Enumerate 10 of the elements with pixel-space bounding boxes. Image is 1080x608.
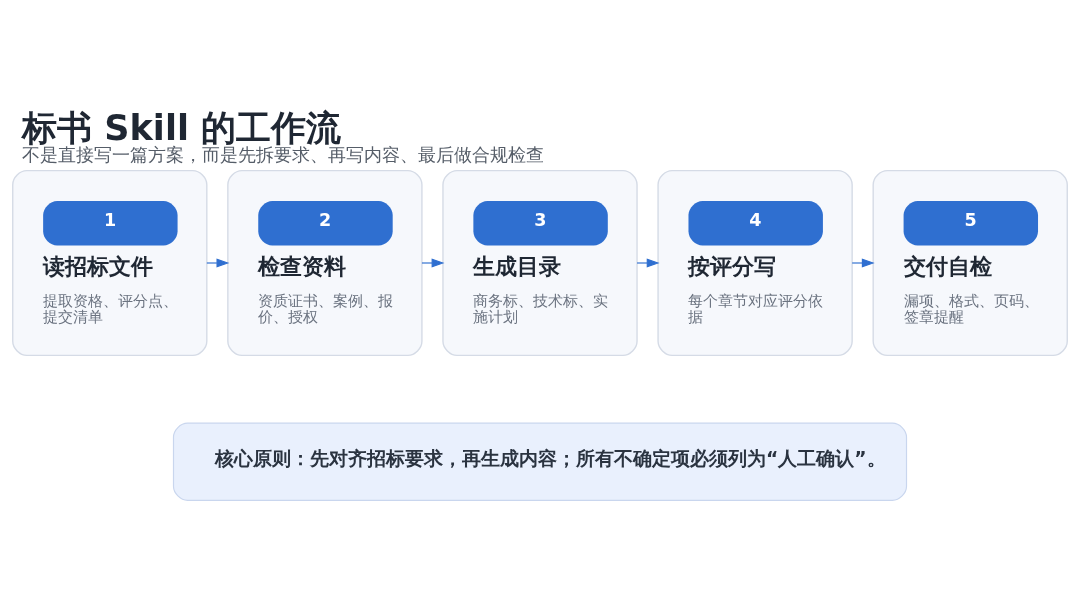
arrow <box>421 258 445 267</box>
node-box: 1 读招标文件 提取资格、评分点、提交清单 <box>12 169 208 356</box>
node-box: 3 生成目录 商务标、技术标、实施计划 <box>442 169 638 356</box>
arrow <box>851 258 875 267</box>
node-box: 5 交付自检 漏项、格式、页码、签章提醒 <box>872 169 1068 356</box>
node-box: 2 检查资料 资质证书、案例、报价、授权 <box>227 169 423 356</box>
arrow <box>636 258 660 267</box>
node-box: 核心原则：先对齐招标要求，再生成内容；所有不确定项必须列为“人工确认”。 <box>172 422 908 501</box>
node-box: 4 按评分写 每个章节对应评分依据 <box>657 169 853 356</box>
arrow <box>206 258 230 267</box>
